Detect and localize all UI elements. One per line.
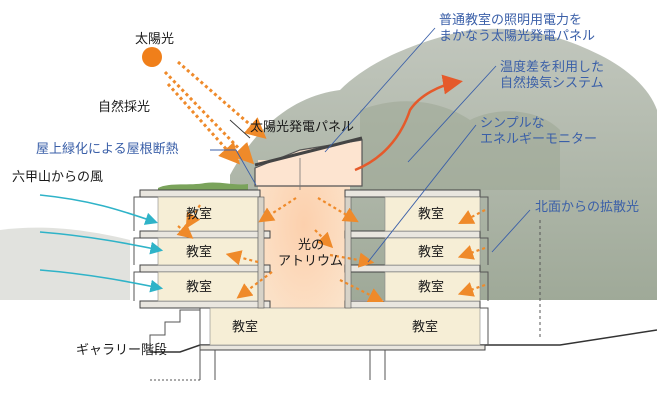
- solar-panel-label: 太陽光発電パネル: [250, 120, 355, 135]
- wind-label: 六甲山からの風: [12, 170, 104, 185]
- natural-ventilation-arrow: [354, 74, 463, 172]
- light-arrow: [457, 245, 486, 260]
- light-arrow: [236, 271, 273, 299]
- light-arrow: [258, 197, 297, 223]
- light-arrow: [458, 209, 486, 225]
- light-arrow: [329, 252, 375, 268]
- wind-arrow: [39, 194, 159, 225]
- classroom-label: 教室: [232, 320, 259, 335]
- callout-monitor-line2: エネルギーモニター: [480, 132, 598, 147]
- sunlight-ray-arrow: [163, 70, 255, 165]
- sun-icon: [142, 47, 162, 67]
- wind-arrow: [39, 231, 164, 255]
- classroom-label: 教室: [418, 207, 445, 222]
- light-arrow: [317, 197, 359, 223]
- callout-solar-power-line2: まかなう太陽光発電パネル: [439, 29, 596, 44]
- sun-label: 太陽光: [135, 32, 175, 47]
- classroom-label: 教室: [418, 280, 445, 295]
- callout-leader-line: [324, 27, 436, 153]
- natural-light-label: 自然採光: [98, 100, 151, 115]
- atrium-label-line1: 光の: [298, 238, 325, 253]
- callout-north-light: 北面からの拡散光: [535, 200, 640, 215]
- sunlight-ray-arrow: [166, 82, 241, 165]
- light-arrow: [457, 282, 486, 297]
- callout-leader-line: [407, 65, 497, 163]
- callout-leader-line: [491, 209, 531, 253]
- atrium-label-line2: アトリウム: [278, 254, 344, 269]
- callout-ventilation-line2: 自然換気システム: [500, 76, 604, 91]
- callout-leader-line: [210, 149, 257, 186]
- light-arrow: [185, 204, 201, 229]
- green-roof: [158, 182, 248, 190]
- classroom-label: 教室: [412, 320, 439, 335]
- callout-solar-power-line1: 普通教室の照明用電力を: [439, 13, 583, 28]
- light-arrow: [176, 223, 194, 239]
- sunlight-ray-arrow: [177, 60, 267, 139]
- classroom-label: 教室: [186, 207, 213, 222]
- gallery-stairs-label: ギャラリー階段: [76, 343, 168, 358]
- callout-leader-line: [367, 124, 477, 263]
- room-fill: [209, 307, 481, 346]
- light-arrow: [339, 279, 384, 302]
- classroom-label: 教室: [186, 280, 213, 295]
- classroom-label: 教室: [418, 245, 445, 260]
- classroom-label: 教室: [186, 245, 213, 260]
- callout-monitor-line1: シンプルな: [480, 116, 545, 131]
- light-arrow: [225, 250, 259, 266]
- wind-arrow: [39, 269, 164, 293]
- callout-ventilation-line1: 温度差を利用した: [500, 60, 605, 75]
- roof-greening-label: 屋上緑化による屋根断熱: [36, 142, 179, 157]
